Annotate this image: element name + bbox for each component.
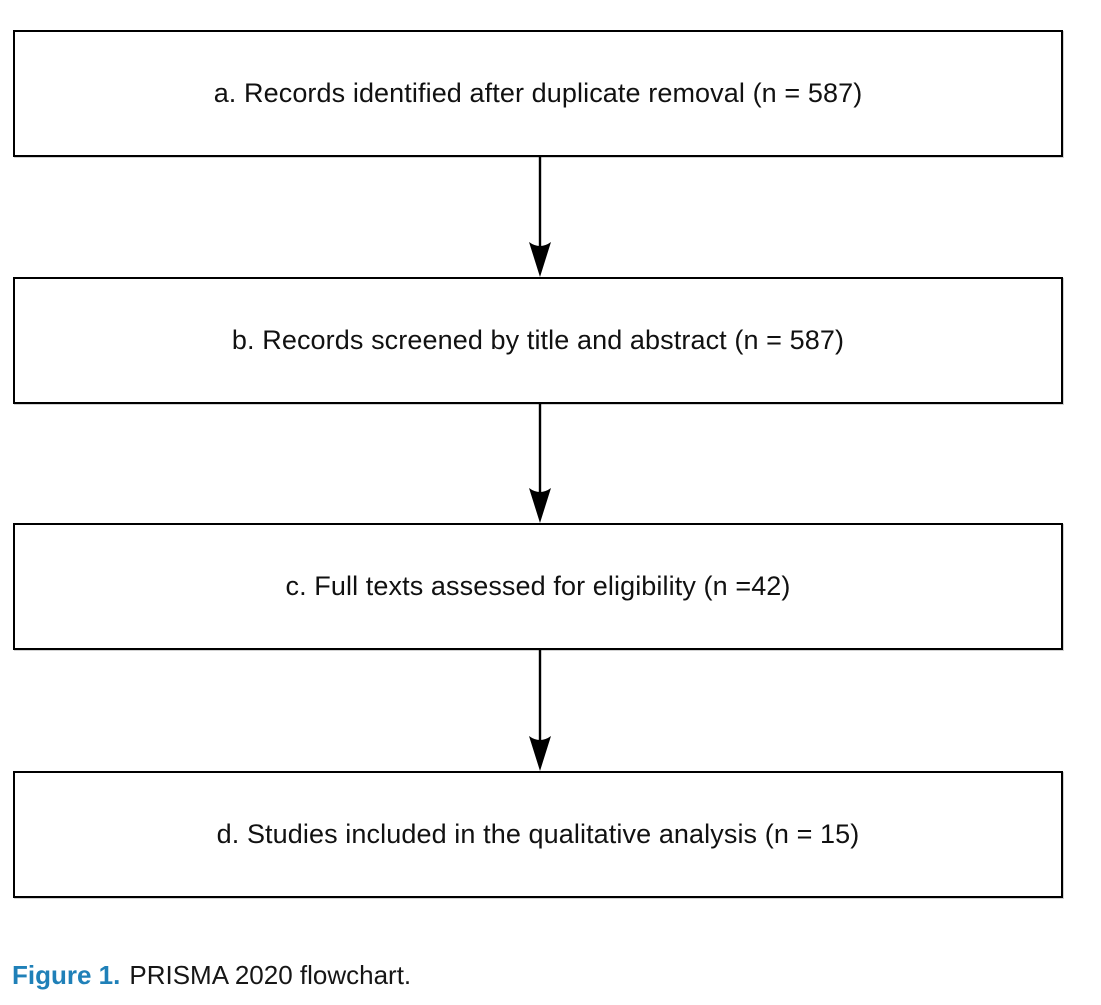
flow-box-full-texts-assessed-label: c. Full texts assessed for eligibility (… [285,571,791,601]
flow-box-studies-included-label: d. Studies included in the qualitative a… [216,819,860,849]
flow-box-studies-included: d. Studies included in the qualitative a… [13,771,1063,898]
down-arrow-icon [529,650,551,771]
down-arrow-icon [529,404,551,523]
flow-box-full-texts-assessed: c. Full texts assessed for eligibility (… [13,523,1063,650]
down-arrow-icon [529,157,551,277]
figure-caption-text: PRISMA 2020 flowchart. [129,960,412,990]
flow-box-records-screened: b. Records screened by title and abstrac… [13,277,1063,404]
flow-box-records-identified-label: a. Records identified after duplicate re… [213,78,863,108]
flow-box-records-screened-label: b. Records screened by title and abstrac… [231,325,845,355]
flow-box-records-identified: a. Records identified after duplicate re… [13,30,1063,157]
figure-caption: Figure 1. PRISMA 2020 flowchart. [12,957,411,993]
figure-caption-number: Figure 1. [12,960,121,990]
